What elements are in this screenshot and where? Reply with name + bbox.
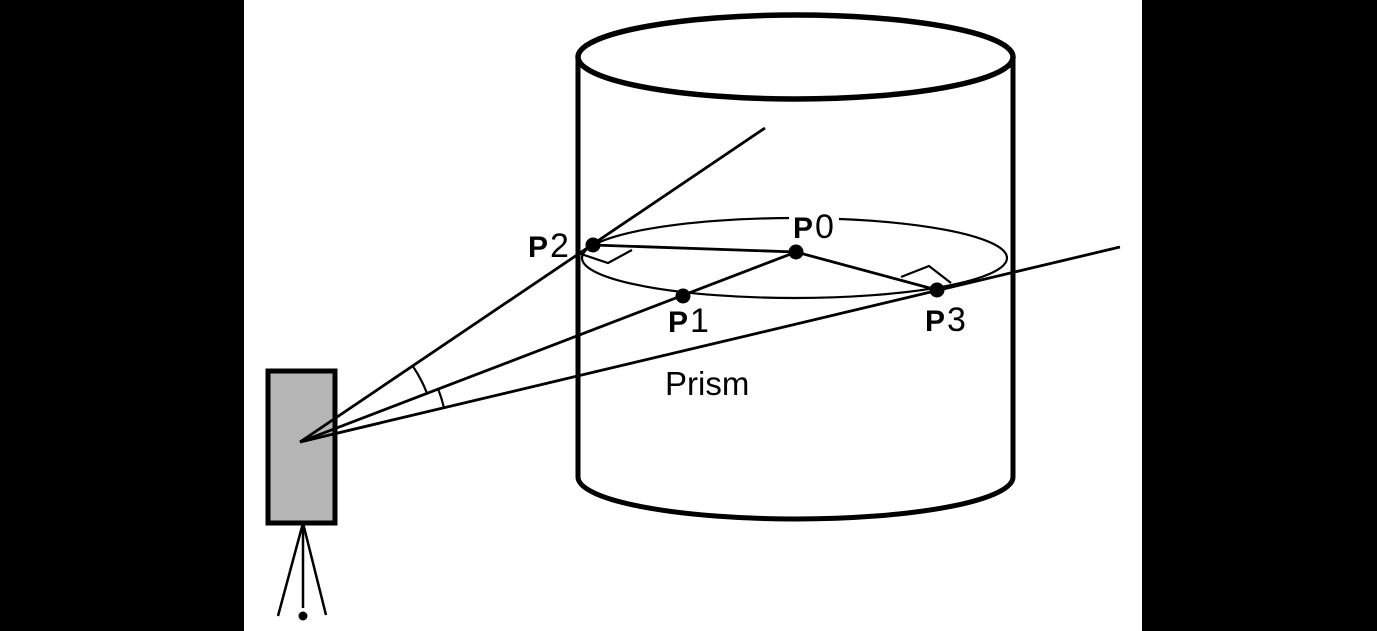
total-station-body — [265, 368, 338, 526]
right-side-bar — [1142, 0, 1377, 631]
point-label-index: 1 — [690, 302, 709, 340]
point-label-prefix: P — [793, 212, 813, 245]
sight-line — [299, 245, 1121, 444]
tripod-leg — [276, 522, 305, 617]
point-dot-p1 — [675, 288, 691, 304]
point-label-p2: P2 — [528, 227, 569, 265]
point-label-index: 3 — [947, 301, 966, 339]
cylinder-top-ellipse — [575, 12, 1016, 102]
angle-arc — [411, 365, 428, 394]
radius-line — [592, 243, 797, 254]
cylinder-bottom-arc — [575, 476, 1016, 522]
point-dot-p0 — [788, 244, 804, 260]
sight-line — [299, 126, 766, 444]
point-label-prefix: P — [528, 231, 548, 264]
radius-line — [795, 250, 938, 292]
point-dot-p3 — [929, 282, 945, 298]
point-label-p1: P1 — [668, 302, 709, 340]
point-dot-p2 — [585, 237, 601, 253]
left-side-bar — [0, 0, 244, 631]
point-label-index: 2 — [550, 227, 569, 265]
right-angle-mark — [577, 249, 633, 265]
tripod-leg — [301, 522, 328, 616]
point-label-p3: P3 — [925, 301, 966, 339]
label-mask — [789, 212, 839, 240]
right-angle-mark — [900, 264, 952, 284]
sight-line — [299, 250, 797, 444]
angle-arc — [437, 388, 446, 408]
prism-label: Prism — [665, 365, 749, 402]
point-label-index: 0 — [815, 208, 834, 246]
point-label-p0: P0 — [793, 208, 834, 246]
point-label-prefix: P — [925, 305, 945, 338]
plumb-point-dot — [298, 611, 308, 621]
point-label-prefix: P — [668, 306, 688, 339]
